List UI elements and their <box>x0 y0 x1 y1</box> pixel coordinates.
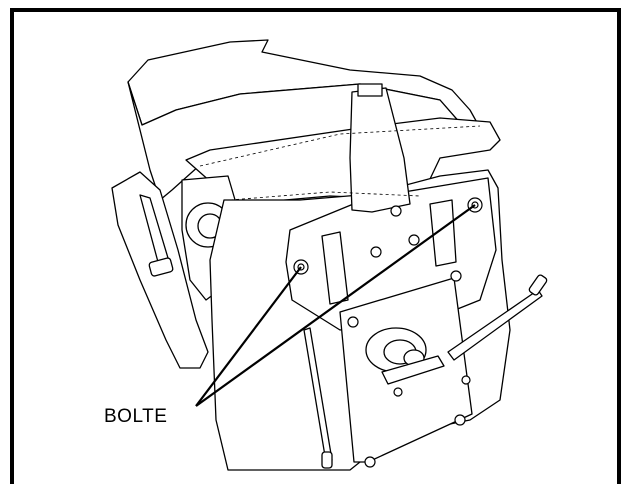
bolt <box>393 387 403 397</box>
border-right <box>617 8 621 484</box>
left-rod-tip <box>321 451 333 469</box>
armrest-lever <box>148 257 174 277</box>
mast-top <box>357 83 383 97</box>
bolt <box>454 414 466 426</box>
rail-right <box>429 199 457 267</box>
callout-label-bolts: BOLTE <box>104 406 168 427</box>
bolt <box>390 205 402 217</box>
rail-left <box>321 231 349 305</box>
bolt <box>461 375 471 385</box>
hand-lever <box>447 289 543 361</box>
leader-line-right-bolt <box>195 204 476 407</box>
bolt <box>347 316 359 328</box>
hand-lever-grip <box>528 274 548 296</box>
adjust-lever-bar <box>381 355 445 385</box>
bolt <box>408 234 420 246</box>
border-left <box>10 8 14 484</box>
bolt <box>364 456 376 468</box>
mast <box>349 87 411 213</box>
leader-line-left-bolt <box>195 266 302 407</box>
bolt <box>450 270 462 282</box>
border-top <box>10 8 620 12</box>
bolt <box>370 246 382 258</box>
